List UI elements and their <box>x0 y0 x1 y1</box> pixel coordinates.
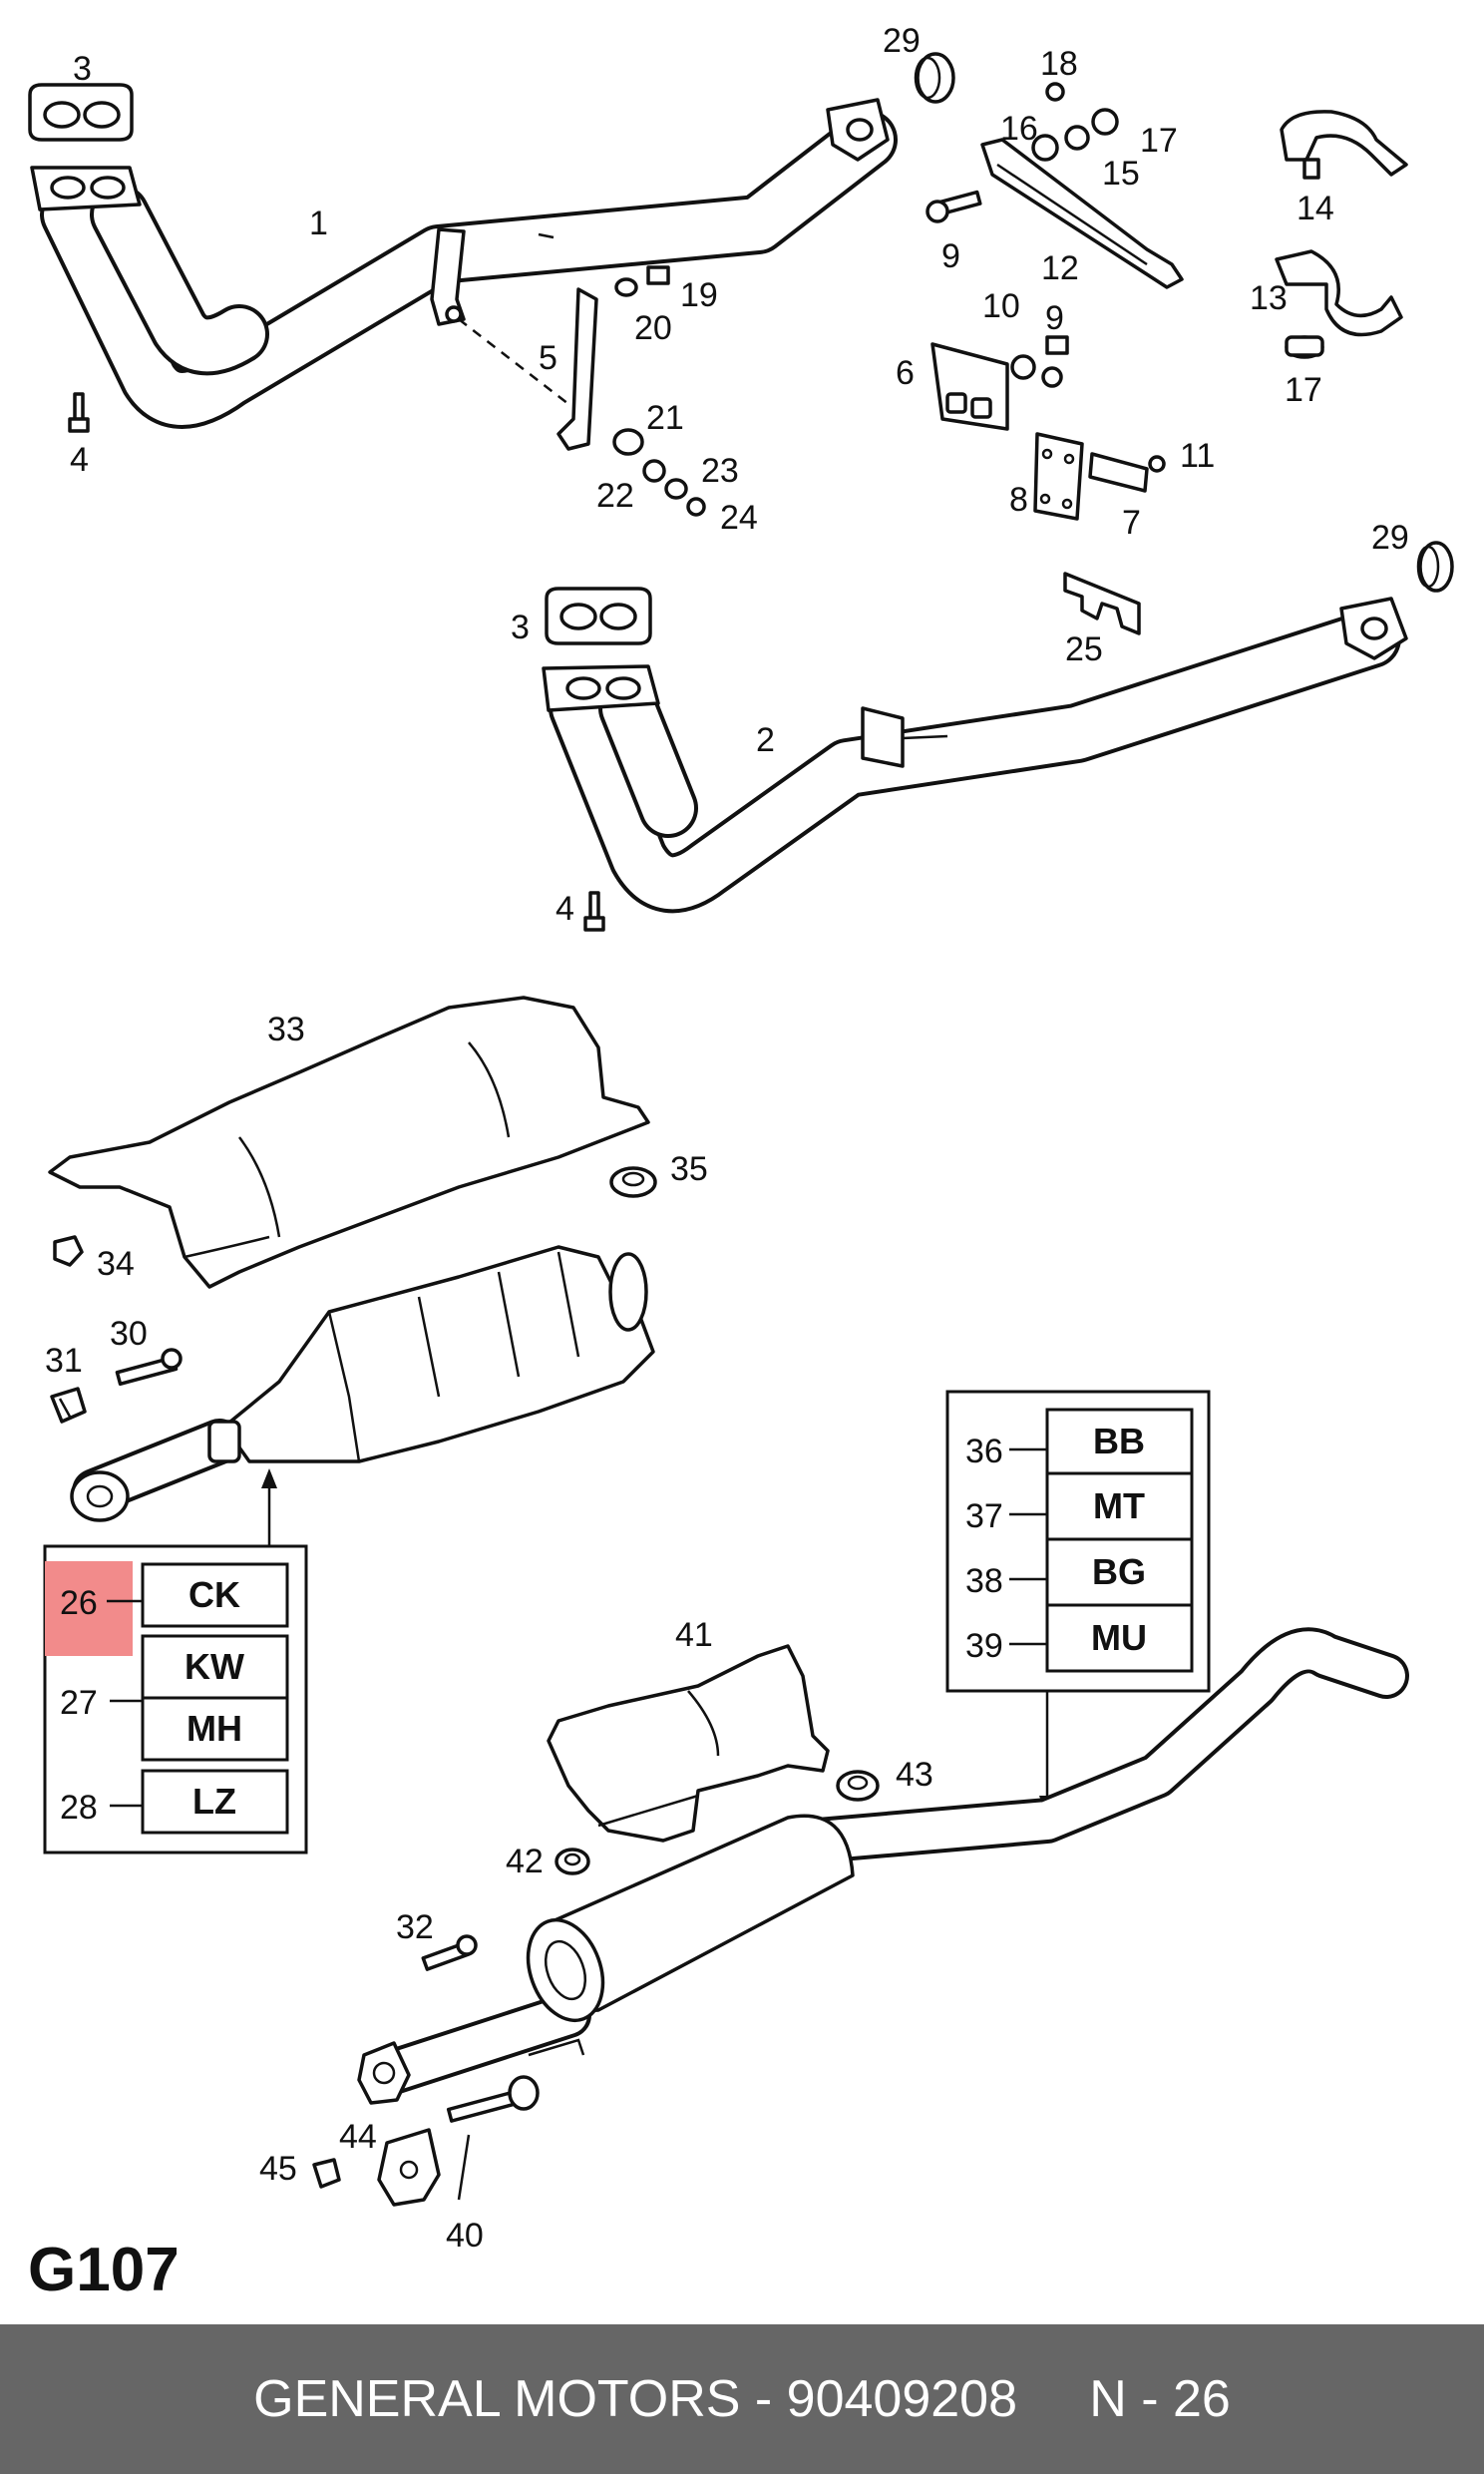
bolt-30 <box>115 1348 183 1387</box>
catalytic-converter <box>70 1245 655 1522</box>
table-num-27: 27 <box>60 1684 98 1722</box>
heat-shield-41 <box>547 1644 830 1843</box>
bolt-4-top <box>68 392 90 433</box>
nut-35 <box>609 1166 657 1198</box>
label-44: 44 <box>339 2118 377 2156</box>
label-5: 5 <box>539 339 557 377</box>
label-20: 20 <box>634 309 672 347</box>
front-pipe-2 <box>542 597 1408 914</box>
label-7: 7 <box>1122 504 1141 542</box>
label-6: 6 <box>896 354 915 392</box>
label-45: 45 <box>259 2150 297 2188</box>
label-16: 16 <box>1000 110 1038 148</box>
exhaust-system-diagram: 26 27 28 CK KW MH LZ 36 37 38 39 BB MT B… <box>28 22 1454 2255</box>
clamp-14 <box>1280 110 1408 180</box>
label-9-mid: 9 <box>1045 299 1064 337</box>
mount-45 <box>312 2158 341 2189</box>
highlight-26 <box>45 1561 133 1656</box>
label-29-mid: 29 <box>1371 519 1409 557</box>
footer-bar: GENERAL MOTORS - 90409208 N - 26 <box>0 2324 1484 2474</box>
ring-29-mid <box>1416 541 1454 593</box>
label-9-top: 9 <box>941 237 960 275</box>
bolt-4-mid <box>583 891 605 932</box>
right-variant-table: 36 37 38 39 BB MT BG MU <box>945 1390 1211 1693</box>
label-40: 40 <box>446 2217 484 2255</box>
nut-34 <box>53 1235 84 1267</box>
bolt-40 <box>446 2075 540 2201</box>
label-41: 41 <box>675 1616 713 1654</box>
nut-42 <box>555 1848 590 1875</box>
label-15: 15 <box>1102 155 1140 193</box>
table-num-26: 26 <box>60 1584 98 1622</box>
label-30: 30 <box>110 1315 148 1353</box>
label-24: 24 <box>720 499 758 537</box>
label-35: 35 <box>670 1150 708 1188</box>
label-18: 18 <box>1040 45 1078 83</box>
label-42: 42 <box>506 1843 544 1880</box>
hardware-19-24 <box>612 265 706 517</box>
table-num-38: 38 <box>965 1562 1003 1600</box>
label-2: 2 <box>756 721 775 759</box>
page-code: G107 <box>28 2236 180 2304</box>
label-12: 12 <box>1041 249 1079 287</box>
label-10: 10 <box>982 287 1020 325</box>
bracket-12 <box>926 82 1184 289</box>
code-mh: MH <box>186 1708 242 1749</box>
label-22: 22 <box>596 477 634 515</box>
label-29-top: 29 <box>883 22 921 60</box>
label-21: 21 <box>646 399 684 437</box>
label-3-mid: 3 <box>511 609 530 646</box>
gasket-3-mid <box>545 587 652 645</box>
label-34: 34 <box>97 1245 135 1283</box>
code-ck: CK <box>188 1574 240 1615</box>
table-num-36: 36 <box>965 1433 1003 1470</box>
gasket-3-top <box>28 83 134 142</box>
part-labels: 1 2 3 3 4 4 5 6 7 8 9 9 10 11 12 13 14 1… <box>45 22 1409 2255</box>
footer-text: GENERAL MOTORS - 90409208 N - 26 <box>253 2370 1231 2428</box>
spring-31 <box>50 1387 87 1424</box>
code-bg: BG <box>1092 1551 1146 1592</box>
label-3-top: 3 <box>73 50 92 88</box>
rear-muffler <box>357 1627 1409 2105</box>
label-13: 13 <box>1250 279 1288 317</box>
label-1: 1 <box>309 205 328 242</box>
code-mt: MT <box>1093 1485 1145 1526</box>
bracket-6 <box>930 335 1166 521</box>
bracket-5 <box>458 287 598 451</box>
label-19: 19 <box>680 276 718 314</box>
label-4-mid: 4 <box>556 890 574 928</box>
label-14: 14 <box>1297 190 1334 227</box>
front-pipe-1 <box>30 98 898 429</box>
label-4-top: 4 <box>70 441 89 479</box>
label-17-mid: 17 <box>1285 371 1322 409</box>
label-33: 33 <box>267 1011 305 1048</box>
nut-43 <box>836 1770 880 1802</box>
heat-shield-33 <box>48 996 650 1289</box>
label-43: 43 <box>896 1756 933 1794</box>
table-num-28: 28 <box>60 1789 98 1827</box>
ring-29-top <box>914 52 955 104</box>
code-bb: BB <box>1093 1421 1145 1461</box>
label-8: 8 <box>1009 481 1028 519</box>
table-num-37: 37 <box>965 1497 1003 1535</box>
label-25: 25 <box>1065 630 1103 668</box>
label-23: 23 <box>701 452 739 490</box>
table-num-39: 39 <box>965 1627 1003 1665</box>
bolt-32 <box>421 1934 478 1971</box>
code-mu: MU <box>1091 1617 1147 1658</box>
label-11: 11 <box>1180 437 1215 475</box>
label-31: 31 <box>45 1342 83 1380</box>
mount-44 <box>377 2128 441 2207</box>
code-lz: LZ <box>192 1781 236 1822</box>
clamp-13 <box>1275 249 1403 359</box>
arrow-to-left-table <box>261 1468 277 1546</box>
left-variant-table: 26 27 28 CK KW MH LZ <box>43 1544 308 1855</box>
code-kw: KW <box>185 1646 244 1687</box>
label-17-top: 17 <box>1140 122 1178 160</box>
gasket-25 <box>1063 572 1141 635</box>
label-32: 32 <box>396 1908 434 1946</box>
